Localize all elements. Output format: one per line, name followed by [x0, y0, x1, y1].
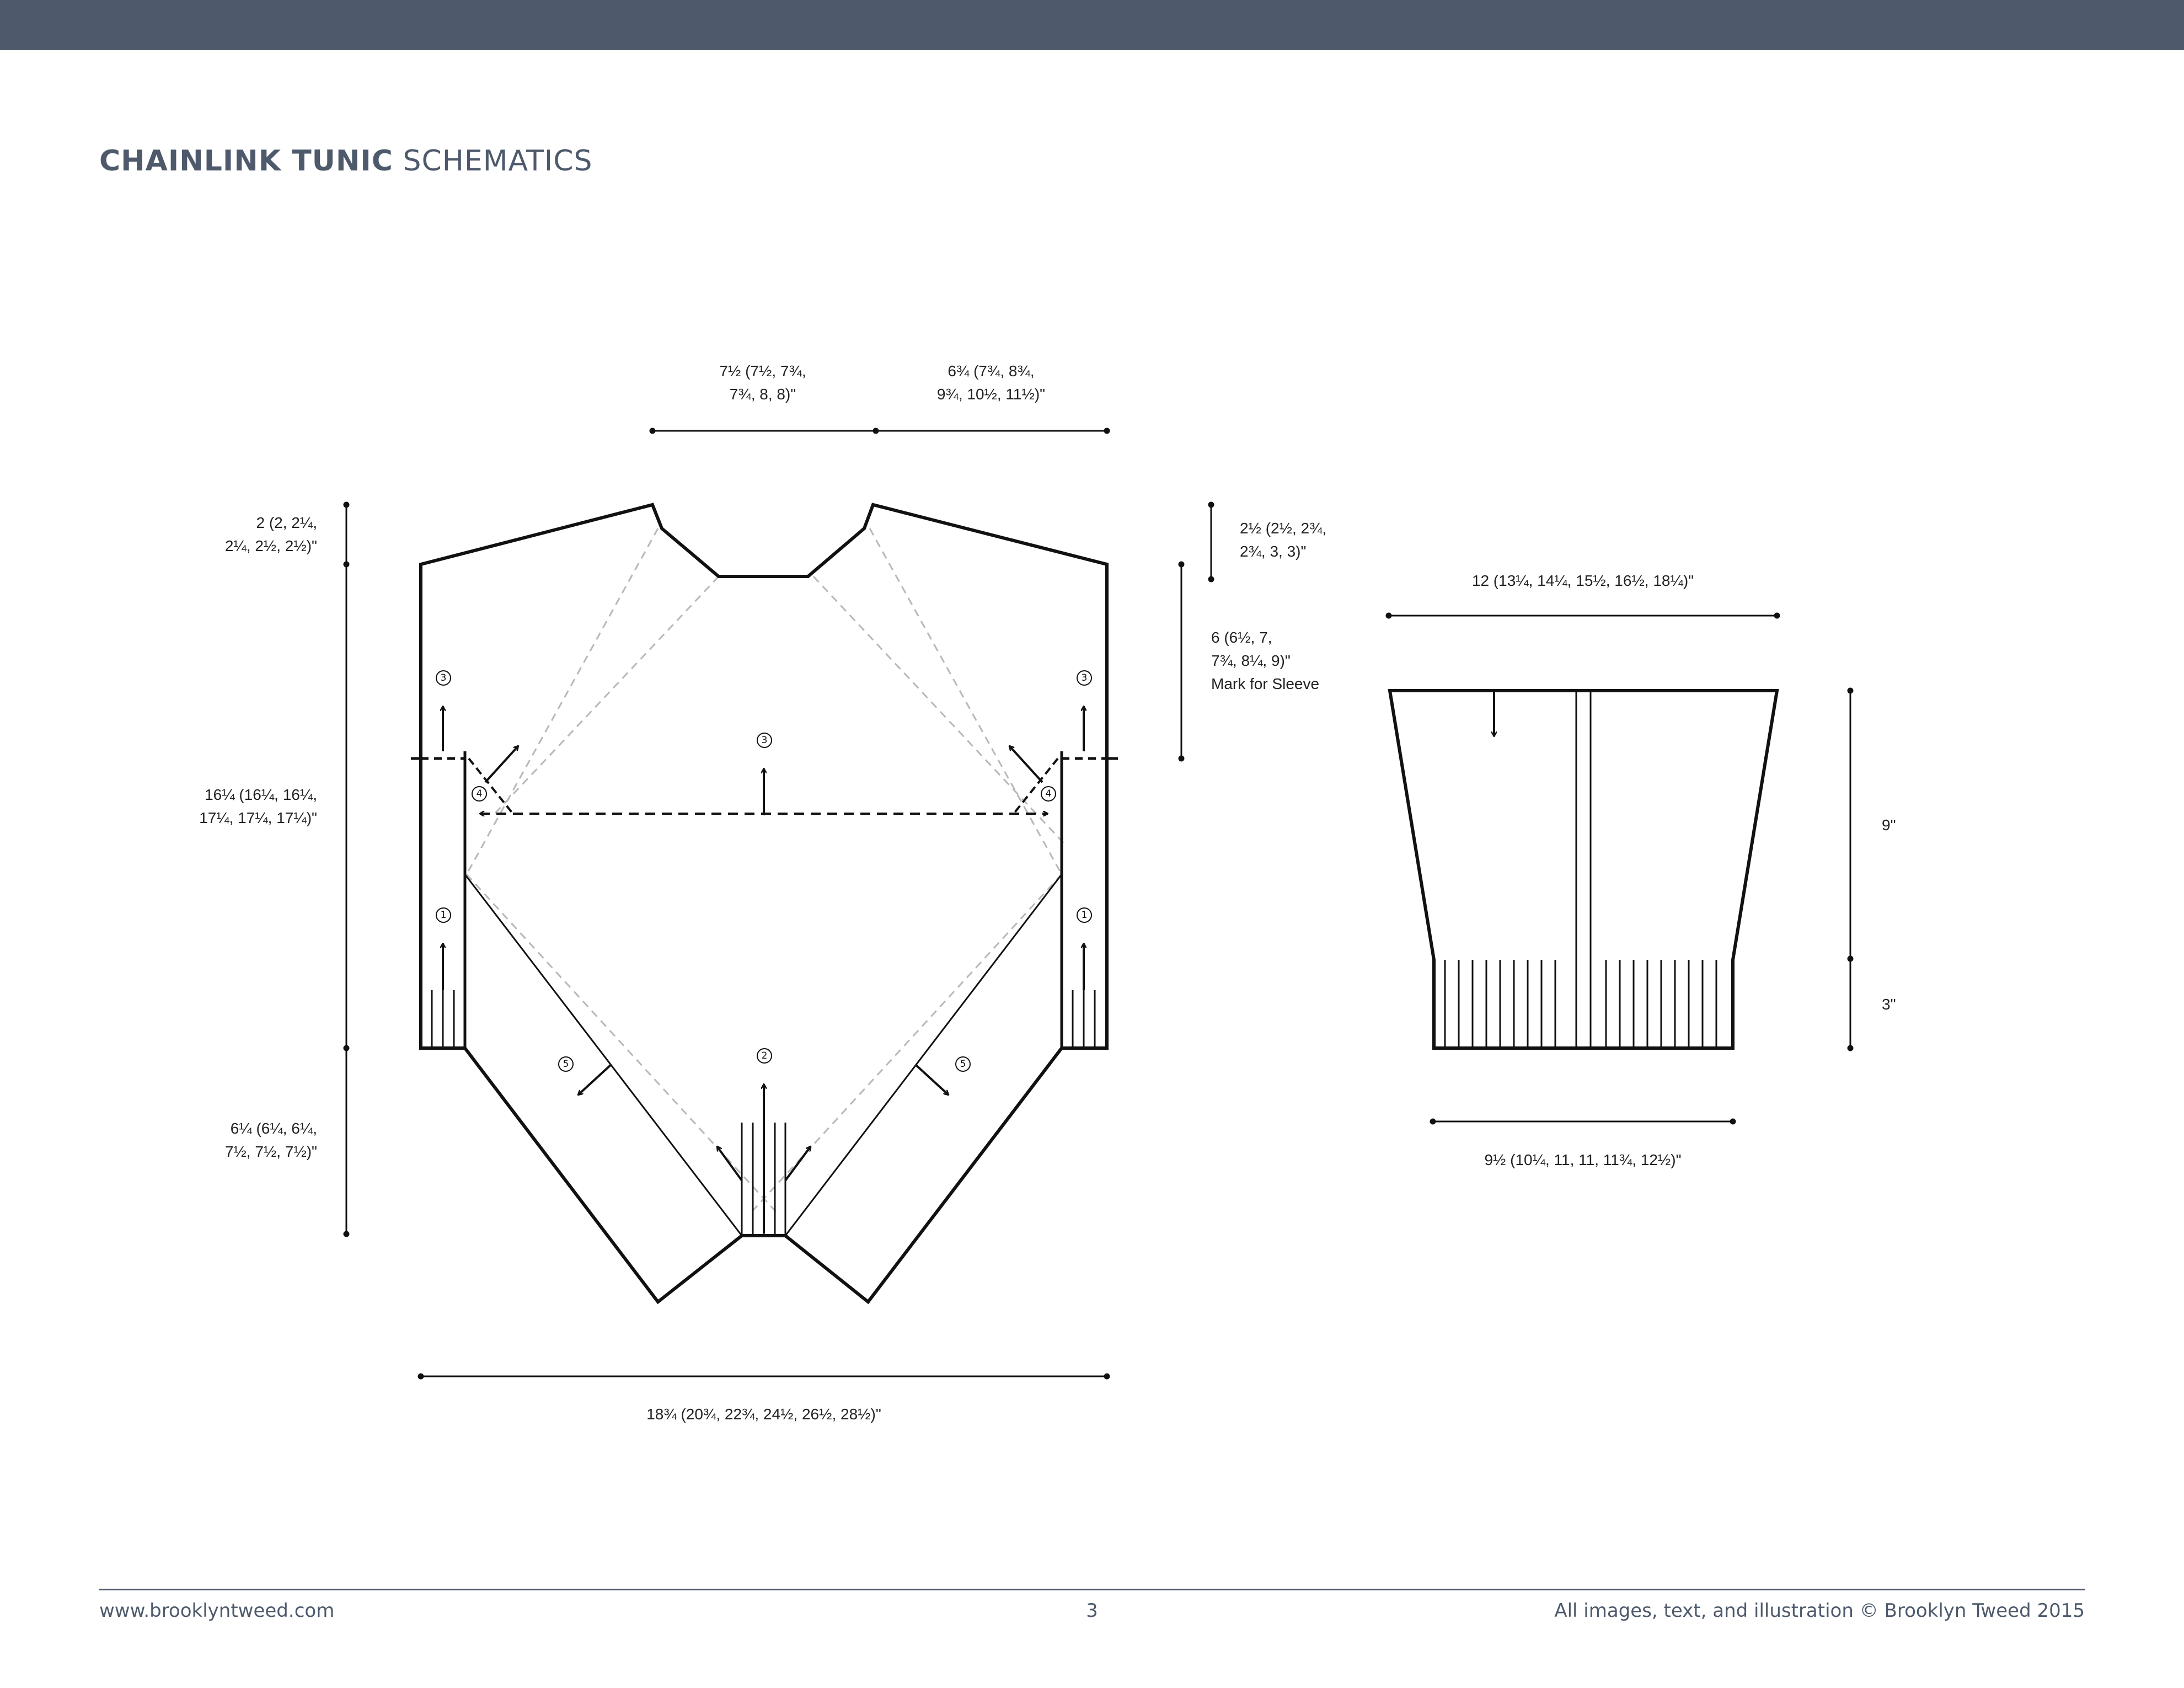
dim-sleeve-top: 12 (13¼, 14¼, 15½, 16½, 18¼)" — [1471, 572, 1694, 589]
page-number: 3 — [1086, 1600, 1098, 1622]
dim-armhole: 6 (6½, 7,7¾, 8¼, 9)"Mark for Sleeve — [1211, 629, 1320, 692]
title-strong: CHAINLINK TUNIC — [99, 145, 393, 178]
dim-body-width: 18¾ (20¾, 22¾, 24½, 26½, 28½)" — [646, 1406, 881, 1423]
marker-2: 2 — [757, 1048, 772, 1064]
marker-1-left: 1 — [436, 907, 451, 923]
footer-copyright: All images, text, and illustration © Bro… — [1554, 1600, 2085, 1622]
top-bar — [0, 0, 2184, 50]
dim-body-length: 16¼ (16¼, 16¼,17¼, 17¼, 17¼)" — [199, 786, 317, 826]
dim-sleeve-cuff: 3" — [1882, 996, 1896, 1013]
sleeve-details — [1444, 691, 1717, 1048]
footer-website[interactable]: www.brooklyntweed.com — [99, 1600, 335, 1622]
footer-rule — [99, 1589, 2085, 1590]
page-title: CHAINLINK TUNIC SCHEMATICS — [99, 145, 593, 178]
direction-arrows — [443, 706, 1084, 1233]
marker-4-left: 4 — [472, 786, 487, 802]
dim-shoulder-drop: 2 (2, 2¼,2¼, 2½, 2½)" — [224, 514, 317, 554]
dim-front-drop: 2½ (2½, 2¾,2¾, 3, 3)" — [1240, 520, 1327, 560]
side-panels — [411, 751, 1118, 1048]
dim-back-neck: 7½ (7½, 7¾,7¾, 8, 8)" — [719, 362, 806, 403]
marker-5-left: 5 — [558, 1056, 574, 1072]
sleeve-outline — [1388, 689, 1779, 1050]
body-outline — [419, 503, 1109, 1305]
marker-4-right: 4 — [1041, 786, 1056, 802]
dim-shoulder: 6¾ (7¾, 8¾,9¾, 10½, 11½)" — [936, 362, 1046, 403]
sleeve-dimension-lines — [1385, 612, 1854, 1125]
front-edges — [464, 874, 1063, 1236]
body-guide-lines — [465, 528, 1068, 1215]
dim-hem-point: 6¼ (6¼, 6¼,7½, 7½, 7½)" — [224, 1120, 317, 1160]
dim-sleeve-cuff-width: 9½ (10¼, 11, 11, 11¾, 12½)" — [1484, 1151, 1682, 1168]
marker-3-left: 3 — [436, 670, 451, 686]
title-light: SCHEMATICS — [403, 145, 593, 178]
dim-sleeve-length: 9" — [1882, 816, 1896, 834]
marker-5-right: 5 — [955, 1056, 971, 1072]
marker-3-center: 3 — [757, 733, 772, 748]
body-dimension-lines — [343, 428, 1214, 1380]
marker-1-right: 1 — [1077, 907, 1092, 923]
marker-3-right: 3 — [1077, 670, 1092, 686]
